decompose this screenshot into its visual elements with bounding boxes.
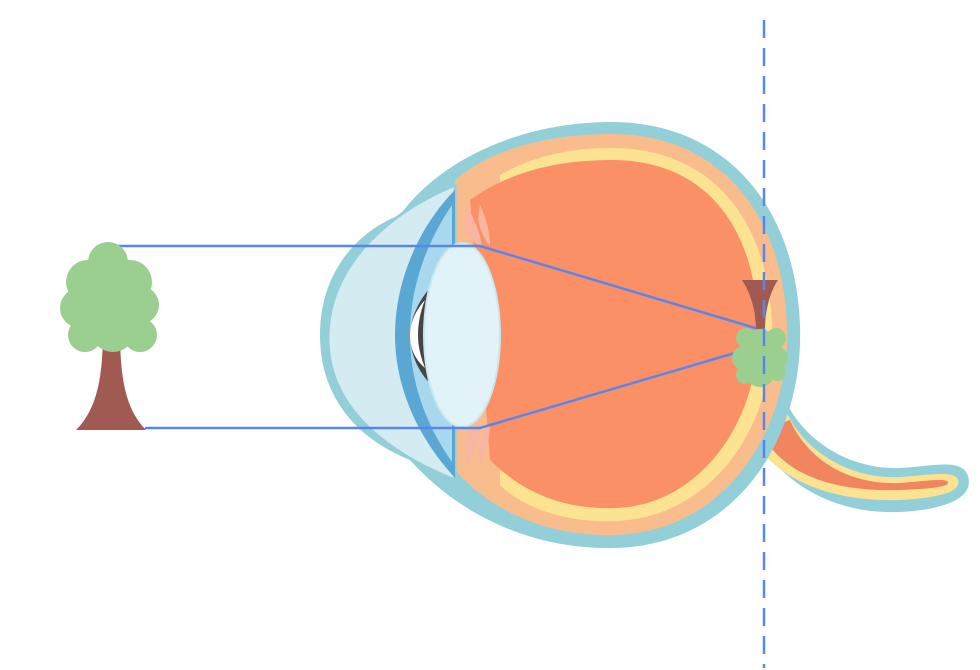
anterior-segment <box>326 182 501 483</box>
object-tree <box>60 242 159 430</box>
pupil-edge <box>410 300 425 368</box>
tree-trunk <box>76 330 146 430</box>
optic-nerve <box>740 380 969 513</box>
image-foliage <box>732 328 788 387</box>
retinal-image-inverted-tree <box>732 280 788 387</box>
lens <box>423 242 501 428</box>
optic-nerve-core <box>760 420 949 491</box>
light-rays <box>114 244 764 430</box>
image-trunk <box>742 280 778 330</box>
ray-bottom-refracted <box>478 343 764 430</box>
ray-top-refracted <box>478 244 764 332</box>
ciliary-body-top <box>464 205 490 246</box>
ciliary-body-bottom <box>464 424 490 465</box>
tree-foliage <box>60 242 159 352</box>
optic-nerve-outer-band <box>742 400 959 501</box>
vitreous-body <box>470 160 759 509</box>
